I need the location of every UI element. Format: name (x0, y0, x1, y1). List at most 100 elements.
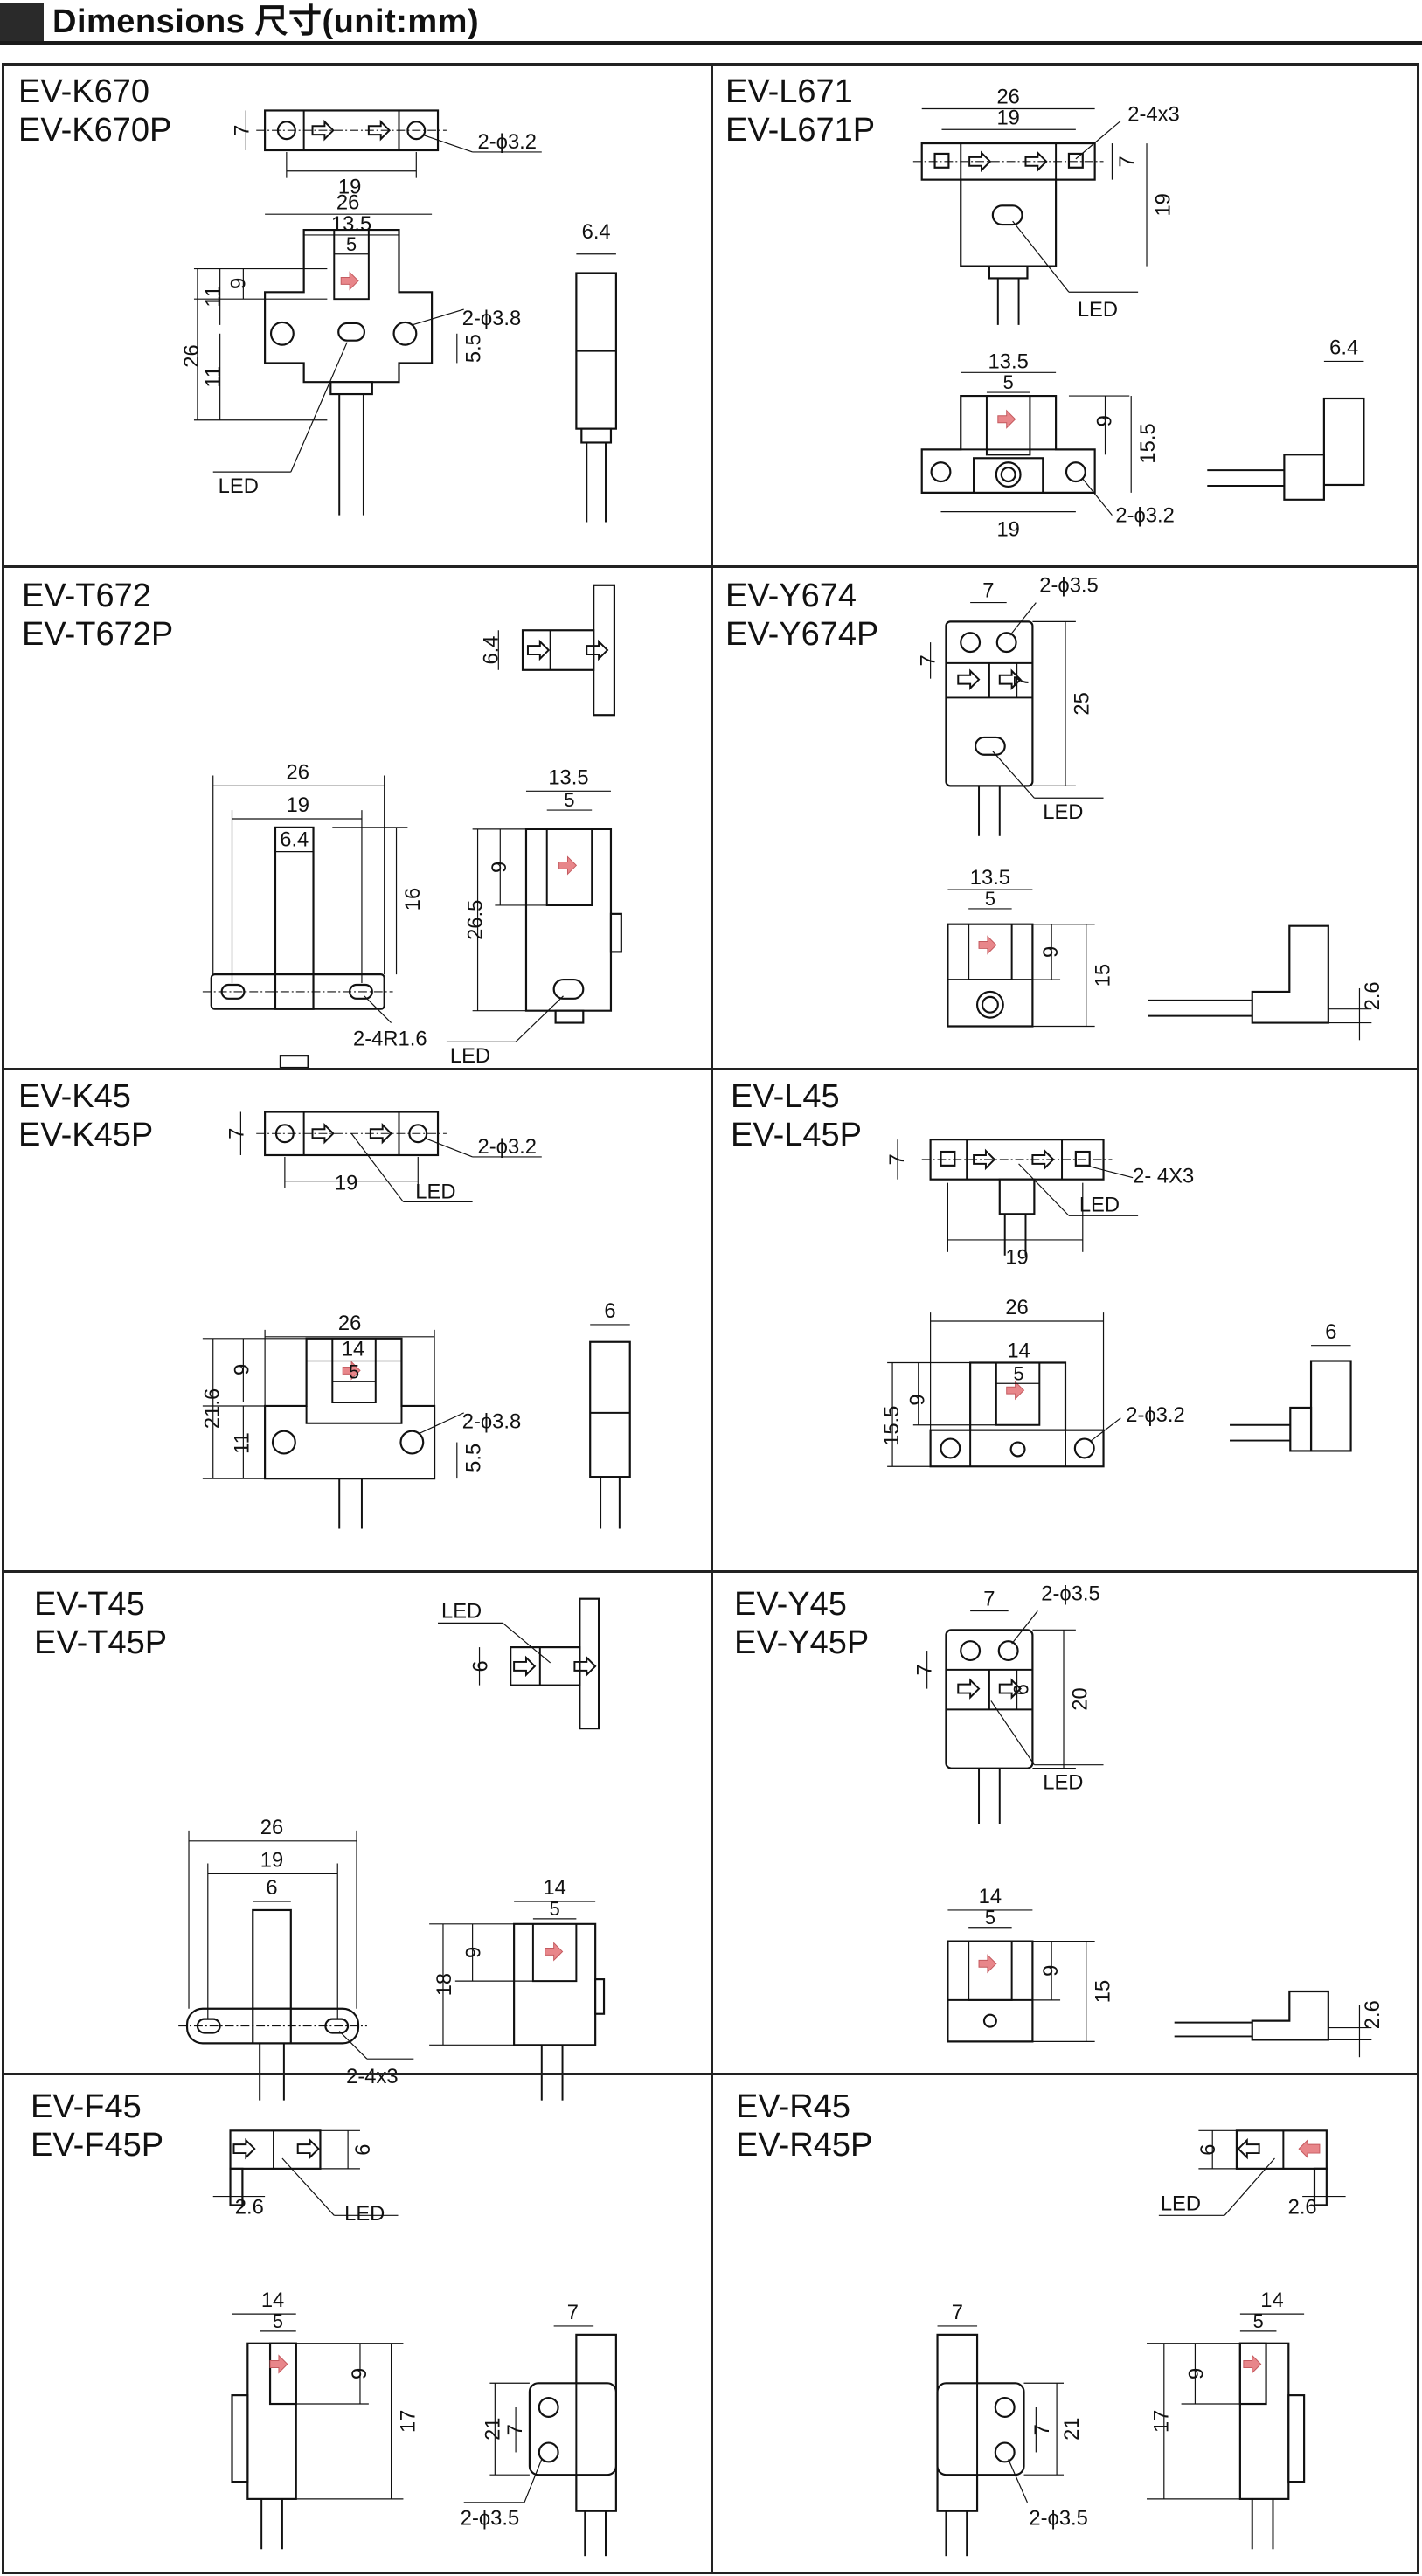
arrow-icon (573, 1655, 597, 1678)
dim-label: 6 (352, 2143, 375, 2155)
led-arrow-icon (340, 271, 359, 291)
diagram-ev-l45: 7 2- 4X3 19 LED (880, 1139, 1352, 1468)
dim-label: 5 (564, 789, 574, 811)
led-label: LED (441, 1599, 482, 1623)
led-label: LED (219, 474, 259, 498)
side-view: 2.6 (1148, 924, 1384, 1041)
cell-ev-r45: EV-R45 EV-R45P 6 2.6 LED (711, 2073, 1419, 2574)
arrow-icon (1237, 2137, 1260, 2160)
dim-label: 2-ϕ3.2 (1126, 1403, 1184, 1427)
dim-label: 7 (917, 654, 940, 666)
side-view: 6 (589, 1299, 631, 1529)
cell-ev-y45: EV-Y45 EV-Y45P 7 2-ϕ3.5 7 (711, 1570, 1419, 2075)
dim-label: 11 (202, 286, 225, 308)
dim-label: 5 (1003, 371, 1014, 393)
model-names: EV-L45 EV-L45P (731, 1077, 862, 1154)
arrow-icon (957, 1678, 981, 1700)
slot-opening (268, 2342, 297, 2406)
dim-label: 26.5 (464, 900, 488, 940)
mount-hole (538, 2397, 559, 2418)
dim-label: 2.6 (235, 2196, 264, 2219)
leader-line (1008, 2459, 1028, 2503)
mount-hole (930, 461, 952, 483)
front-view: 14 5 9 17 (1147, 2289, 1306, 2550)
model-names: EV-T672 EV-T672P (22, 577, 173, 654)
cell-ev-f45: EV-F45 EV-F45P 6 2.6 LED (2, 2073, 713, 2574)
dim-label: 17 (1151, 2410, 1174, 2433)
cell-ev-l45: EV-L45 EV-L45P 7 2- 4X3 (711, 1068, 1419, 1573)
body-outline (229, 2129, 322, 2170)
slot (995, 1362, 1041, 1426)
dim-label: 2-ϕ3.5 (1039, 574, 1098, 598)
dim-label: 26 (287, 760, 309, 784)
leader-line (992, 751, 1035, 799)
front-view: 26 13.5 5 11 9 26 11 2-ϕ3.8 5.5 (180, 190, 521, 516)
dim-label: 14 (979, 1885, 1002, 1908)
model-names: EV-T45 EV-T45P (34, 1585, 167, 1662)
arrow-icon (1031, 1148, 1055, 1171)
side-view: 7 21 7 2-ϕ3.5 (461, 2302, 617, 2557)
led-window (974, 736, 1006, 756)
dim-label: 7 (952, 2302, 963, 2324)
led-arrow-icon (342, 1361, 361, 1381)
dim-label: 14 (1260, 2289, 1283, 2312)
dim-label: 19 (338, 175, 361, 198)
led-label: LED (1043, 800, 1083, 824)
model-name: EV-K670P (18, 112, 172, 149)
dim-label: 7 (913, 1664, 937, 1675)
page-header: Dimensions 尺寸(unit:mm) (0, 0, 1422, 47)
arrow-icon (526, 639, 551, 661)
mount-hole (940, 1437, 961, 1459)
arrow-icon (968, 150, 992, 173)
side-body (589, 1340, 631, 1478)
front-view: 14 5 18 9 (429, 1876, 606, 2101)
side-view: 7 21 7 2-ϕ3.5 (936, 2302, 1088, 2557)
leader-line (423, 1137, 473, 1158)
dim-label: 5 (1014, 1362, 1024, 1384)
dim-label: 2-ϕ3.5 (1041, 1582, 1099, 1606)
led-arrow-icon (558, 855, 578, 876)
model-name: EV-K45P (18, 1117, 154, 1153)
led-arrow-icon (1298, 2139, 1321, 2159)
side-lower (1283, 454, 1325, 501)
dim-label: 19 (996, 517, 1019, 541)
front-view: 7 2-ϕ3.5 7 6 20 LED (913, 1582, 1104, 1824)
leader-line (350, 1132, 404, 1202)
dim-label: 2-4x3 (346, 2065, 398, 2088)
top-view: 6 LED (438, 1597, 600, 1730)
mount-hole (538, 2441, 559, 2463)
model-name: EV-L45 (731, 1078, 840, 1115)
mount-hole (1074, 1150, 1091, 1167)
model-name: EV-Y45 (734, 1586, 847, 1623)
leader-line (502, 1622, 551, 1664)
diagram-ev-k670: 7 19 2-ϕ3.2 26 (180, 109, 617, 523)
rear-view: 26 19 6 2-4x3 (178, 1816, 414, 2101)
dim-label: 15 (1091, 964, 1114, 987)
flange (579, 1597, 600, 1730)
led-window (552, 978, 585, 1000)
led-arrow-icon (1006, 1381, 1025, 1401)
header-block (0, 3, 44, 41)
dim-label: 13.5 (970, 866, 1010, 890)
diagram-ev-t672: 6.4 26 19 6.4 (202, 584, 622, 1070)
side-view: 2.6 (1174, 1990, 1384, 2058)
model-name: EV-F45 (31, 2088, 142, 2125)
dim-label: 9 (1039, 946, 1063, 958)
dim-label: 26 (336, 190, 359, 214)
mount-hole (271, 1430, 296, 1455)
leader-line (1082, 478, 1113, 516)
diagram-ev-t45: 6 LED 26 19 (178, 1597, 606, 2101)
header-rule (0, 41, 1422, 45)
mount-hole (933, 152, 950, 169)
slot (985, 396, 1031, 456)
mount-hole (1073, 1437, 1095, 1459)
leader-line (1012, 220, 1070, 293)
arrow-icon (367, 119, 392, 142)
page-title: Dimensions 尺寸(unit:mm) (52, 3, 480, 40)
dim-label: 7 (1031, 2424, 1054, 2435)
model-names: EV-K45 EV-K45P (18, 1077, 153, 1154)
dim-label: 18 (433, 1973, 456, 1996)
dim-label: 11 (230, 1432, 253, 1454)
front-view: 13.5 5 9 15.5 19 2-ϕ3.2 (920, 350, 1175, 541)
bottom-view: 13.5 5 9 15 (947, 866, 1114, 1028)
